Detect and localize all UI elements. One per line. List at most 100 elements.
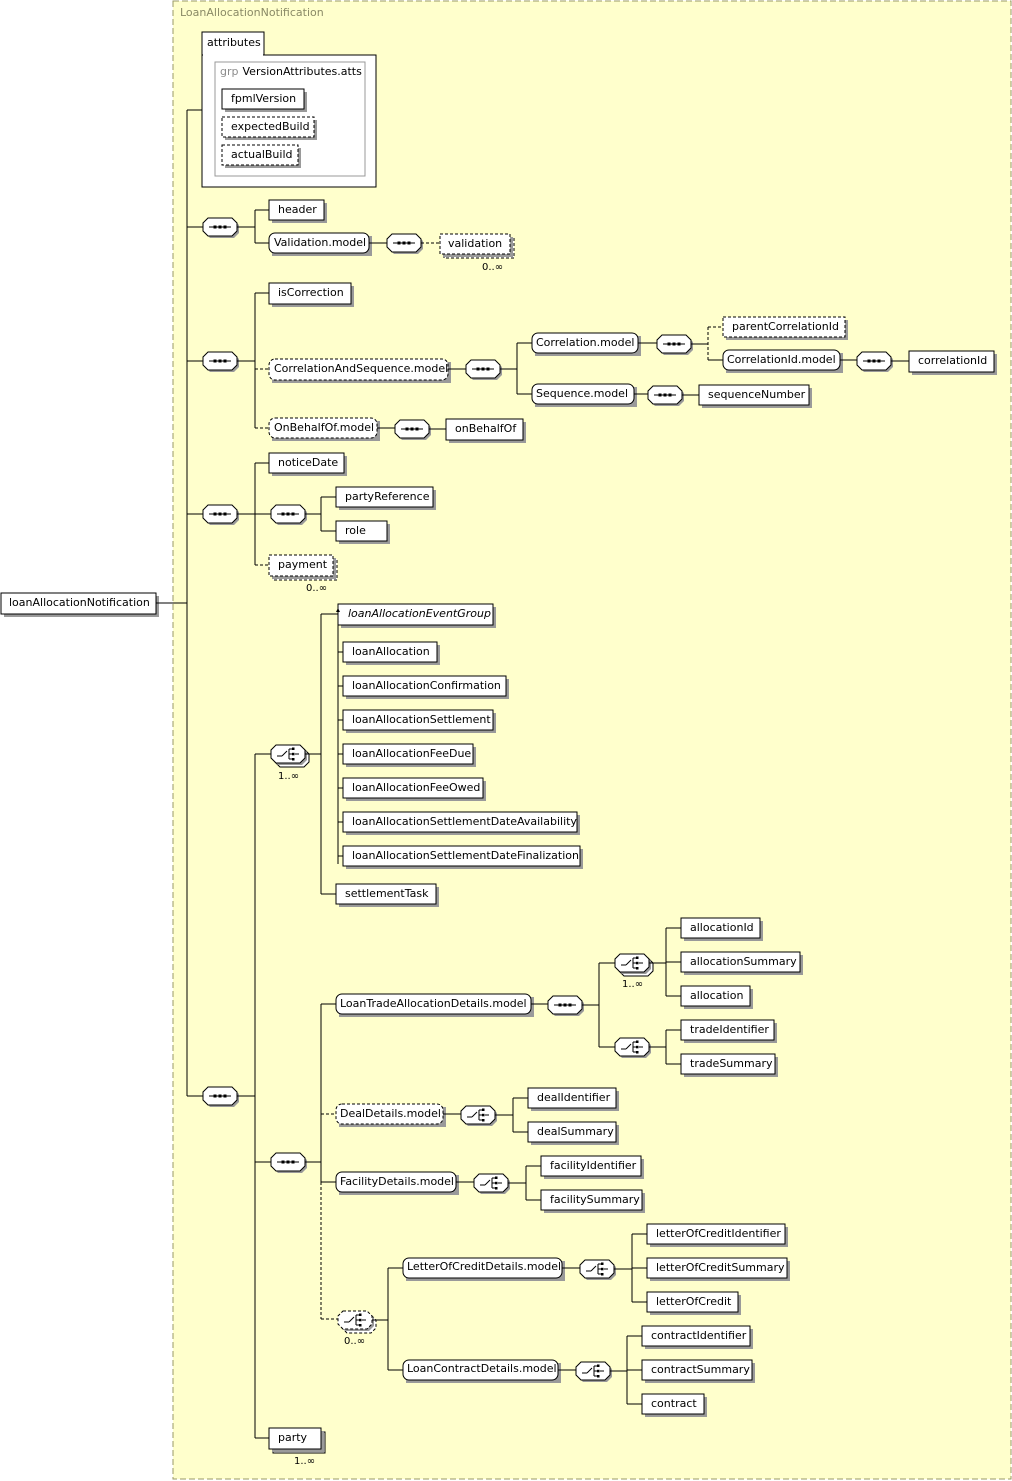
- attr-fpml-version[interactable]: fpmlVersion: [231, 92, 297, 105]
- element-box: [680, 985, 751, 1007]
- element-box: [646, 1257, 788, 1279]
- root-element[interactable]: loanAllocationNotification: [9, 596, 150, 609]
- attributes-tab-box: [201, 31, 265, 57]
- group-correlation-id-model[interactable]: CorrelationId.model: [727, 353, 836, 366]
- element-trade-summary[interactable]: tradeSummary: [690, 1057, 773, 1070]
- element-box: [335, 486, 434, 508]
- grp-keyword: grp: [220, 65, 239, 78]
- substitution-element-box: [342, 845, 581, 867]
- group-deal-details-model[interactable]: DealDetails.model: [340, 1107, 441, 1120]
- abstract-element-box: [337, 603, 494, 626]
- element-loan-allocation-fee-due[interactable]: loanAllocationFeeDue: [352, 747, 472, 760]
- element-allocation-id[interactable]: allocationId: [690, 921, 754, 934]
- element-box: [641, 1325, 751, 1347]
- element-box: [268, 1427, 322, 1450]
- substitution-arrow: [336, 608, 340, 612]
- element-loan-allocation-settlement-date-finalization[interactable]: loanAllocationSettlementDateFinalization: [352, 849, 579, 862]
- element-box: [335, 883, 437, 905]
- group-sequence-model[interactable]: Sequence.model: [536, 387, 629, 400]
- element-allocation[interactable]: allocation: [690, 989, 744, 1002]
- element-facility-identifier[interactable]: facilityIdentifier: [550, 1159, 637, 1172]
- element-box: [268, 282, 352, 305]
- element-contract-identifier[interactable]: contractIdentifier: [651, 1329, 747, 1342]
- group-letter-of-credit-details-model[interactable]: LetterOfCreditDetails.model: [407, 1260, 562, 1273]
- group-loan-contract-details-model[interactable]: LoanContractDetails.model: [407, 1362, 557, 1375]
- element-party-reference[interactable]: partyReference: [345, 490, 430, 503]
- element-box: [268, 452, 345, 474]
- element-deal-identifier[interactable]: dealIdentifier: [537, 1091, 611, 1104]
- element-box: [439, 233, 511, 255]
- substitution-element-box: [342, 777, 484, 799]
- attr-expected-build[interactable]: expectedBuild: [231, 120, 310, 133]
- attr-actual-build[interactable]: actualBuild: [231, 148, 293, 161]
- element-settlement-task[interactable]: settlementTask: [345, 887, 429, 900]
- attr-box: [221, 144, 299, 166]
- group-facility-details-model[interactable]: FacilityDetails.model: [340, 1175, 454, 1188]
- element-box: [722, 316, 846, 338]
- cardinality-credit-contract-choice: 0..∞: [344, 1336, 366, 1347]
- substitution-element-box: [342, 811, 578, 833]
- element-contract-summary[interactable]: contractSummary: [651, 1363, 750, 1376]
- attributes-tab[interactable]: attributes: [207, 36, 261, 49]
- element-role[interactable]: role: [345, 524, 366, 537]
- cardinality-allocation-choice: 1..∞: [622, 979, 644, 990]
- element-box: [680, 1019, 775, 1041]
- element-box: [527, 1087, 617, 1109]
- attribute-group-name: VersionAttributes.atts: [242, 65, 362, 78]
- element-sequence-number[interactable]: sequenceNumber: [708, 388, 806, 401]
- element-box: [698, 384, 810, 406]
- element-contract[interactable]: contract: [651, 1397, 697, 1410]
- element-letter-of-credit-identifier[interactable]: letterOfCreditIdentifier: [656, 1227, 781, 1240]
- element-loan-allocation-settlement-date-availability[interactable]: loanAllocationSettlementDateAvailability: [352, 815, 577, 828]
- attr-box: [221, 88, 305, 110]
- group-loan-trade-allocation-details-model[interactable]: LoanTradeAllocationDetails.model: [340, 997, 527, 1010]
- element-box: [680, 951, 801, 973]
- group-correlation-model[interactable]: Correlation.model: [536, 336, 635, 349]
- element-on-behalf-of[interactable]: onBehalfOf: [455, 422, 517, 435]
- element-parent-correlation-id[interactable]: parentCorrelationId: [732, 320, 839, 333]
- element-is-correction[interactable]: isCorrection: [278, 286, 344, 299]
- element-allocation-summary[interactable]: allocationSummary: [690, 955, 797, 968]
- element-correlation-id[interactable]: correlationId: [918, 354, 988, 367]
- group-box: [268, 417, 378, 439]
- choice-compositor: [614, 1037, 650, 1057]
- element-box: [527, 1121, 617, 1143]
- element-letter-of-credit-summary[interactable]: letterOfCreditSummary: [656, 1261, 785, 1274]
- group-correlation-and-sequence-model[interactable]: CorrelationAndSequence.model: [274, 362, 449, 375]
- substitution-element-box: [342, 675, 507, 697]
- attr-box: [221, 116, 315, 138]
- element-letter-of-credit[interactable]: letterOfCredit: [656, 1295, 732, 1308]
- cardinality-party: 1..∞: [294, 1456, 316, 1467]
- group-validation-model[interactable]: Validation.model: [274, 236, 367, 249]
- element-loan-allocation-settlement[interactable]: loanAllocationSettlement: [352, 713, 491, 726]
- element-box: [445, 418, 524, 441]
- element-loan-allocation-fee-owed[interactable]: loanAllocationFeeOwed: [352, 781, 481, 794]
- element-box: [646, 1291, 739, 1313]
- element-box: [641, 1359, 753, 1381]
- cardinality-payment: 0..∞: [306, 583, 328, 594]
- choice-compositor: [460, 1105, 496, 1125]
- element-box: [268, 199, 325, 221]
- element-box: [680, 917, 761, 939]
- choice-compositor: [270, 744, 306, 764]
- choice-compositor: [575, 1361, 611, 1381]
- element-header[interactable]: header: [278, 203, 317, 216]
- element-loan-allocation-event-group[interactable]: loanAllocationEventGroup: [348, 607, 491, 620]
- element-trade-identifier[interactable]: tradeIdentifier: [690, 1023, 769, 1036]
- choice-compositor: [473, 1173, 509, 1193]
- element-box: [268, 554, 334, 577]
- element-notice-date[interactable]: noticeDate: [278, 456, 339, 469]
- element-validation[interactable]: validation: [448, 237, 503, 250]
- element-payment[interactable]: payment: [278, 558, 328, 571]
- group-on-behalf-of-model[interactable]: OnBehalfOf.model: [274, 421, 375, 434]
- element-loan-allocation-confirmation[interactable]: loanAllocationConfirmation: [352, 679, 501, 692]
- choice-compositor: [579, 1259, 615, 1279]
- element-facility-summary[interactable]: facilitySummary: [550, 1193, 640, 1206]
- element-party[interactable]: party: [278, 1431, 308, 1444]
- group-box: [335, 1103, 444, 1125]
- element-box: [680, 1053, 776, 1075]
- element-deal-summary[interactable]: dealSummary: [537, 1125, 614, 1138]
- element-loan-allocation[interactable]: loanAllocation: [352, 645, 430, 658]
- cardinality-validation: 0..∞: [482, 262, 504, 273]
